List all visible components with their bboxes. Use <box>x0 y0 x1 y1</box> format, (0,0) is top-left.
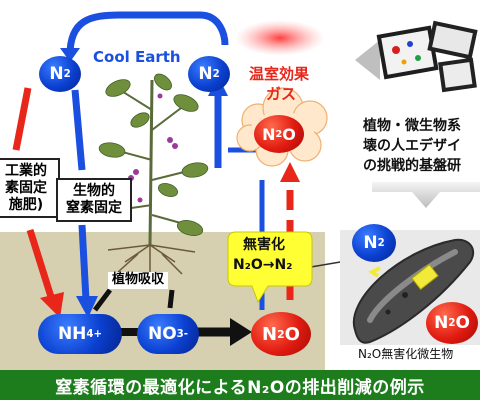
microbe-label: N₂O無害化微生物 <box>358 347 454 361</box>
industrial-fixation-line3: 施肥) <box>8 196 44 213</box>
panel-left-arrow <box>355 40 380 80</box>
biological-fixation-line1: 生物的 <box>73 183 115 199</box>
greenhouse-gas-label-line2: ガス <box>266 85 297 103</box>
red-arrow-industrial <box>12 87 32 151</box>
nh4-main: NH <box>57 324 87 344</box>
no3-sup: - <box>183 328 188 340</box>
industrial-fixation-box: 工業的 素固定 施肥) <box>0 158 60 219</box>
blue-arrowhead-nh4 <box>76 296 98 318</box>
n2o-cloud-tail: O <box>282 124 296 144</box>
n2o-soil-sub: 2 <box>277 327 285 341</box>
yellow-marker <box>411 264 439 290</box>
n2o-right-tail: O <box>455 313 470 333</box>
no3-main: NO <box>147 324 177 344</box>
cool-earth-label: Cool Earth <box>93 48 181 66</box>
nh4-sup: + <box>93 328 103 340</box>
red-dashed-arrowhead <box>280 162 300 182</box>
no3-sub: 3 <box>176 328 184 340</box>
red-arrowhead-nh4 <box>40 292 64 318</box>
cool-earth-arc <box>66 11 229 56</box>
n2-top-right-main: N <box>198 64 213 84</box>
harmless-bubble <box>227 231 313 304</box>
n2o-cloud-main: N <box>262 124 276 144</box>
n2-right-main: N <box>363 233 378 253</box>
harmless-reaction: N₂O→N₂ <box>233 257 293 273</box>
research-line2: 壊の人エデザイ <box>363 138 461 154</box>
n2-right-sub: 2 <box>377 237 385 249</box>
n2o-cloud-sub: 2 <box>275 128 283 140</box>
n2-left-main: N <box>49 64 64 84</box>
n2o-soil-main: N <box>262 323 278 345</box>
n2-top-right-sub: 2 <box>212 68 220 80</box>
biological-fixation-box: 生物的 窒素固定 <box>56 178 132 222</box>
n2-left-sub: 2 <box>63 68 71 80</box>
biological-fixation-line2: 窒素固定 <box>66 199 122 216</box>
n2o-right-main: N <box>434 313 449 333</box>
cool-earth-arrowhead <box>60 48 80 62</box>
arrow-uptake-no3 <box>167 289 175 309</box>
n2o-soil-tail: O <box>284 323 300 345</box>
research-illustration <box>355 20 480 208</box>
nh4-sub: 4 <box>86 328 94 340</box>
research-line3: の挑戦的基盤研 <box>363 158 461 174</box>
red-arrow-to-nh4 <box>26 228 56 302</box>
footer-caption: 窒素循環の最適化によるN₂Oの排出削減の例示 <box>0 370 480 400</box>
arrow-uptake-nh4 <box>93 288 112 312</box>
greenhouse-gas-label-line1: 温室効果 <box>249 65 310 83</box>
n2o-right-sub: 2 <box>448 317 456 329</box>
blue-arrow-to-nh4 <box>78 224 90 301</box>
blue-arrow-bio-fix <box>71 89 86 171</box>
industrial-fixation-line1: 工業的 <box>5 163 47 179</box>
arrowhead-no3-n2o <box>230 318 252 346</box>
harmless-label: 無害化 <box>243 237 285 253</box>
plant-uptake-label: 植物吸収 <box>108 272 169 289</box>
greenhouse-glow <box>235 20 325 56</box>
panel-down-arrow <box>372 182 480 208</box>
industrial-fixation-line2: 素固定 <box>5 179 47 196</box>
research-line1: 植物・微生物系 <box>363 118 461 134</box>
